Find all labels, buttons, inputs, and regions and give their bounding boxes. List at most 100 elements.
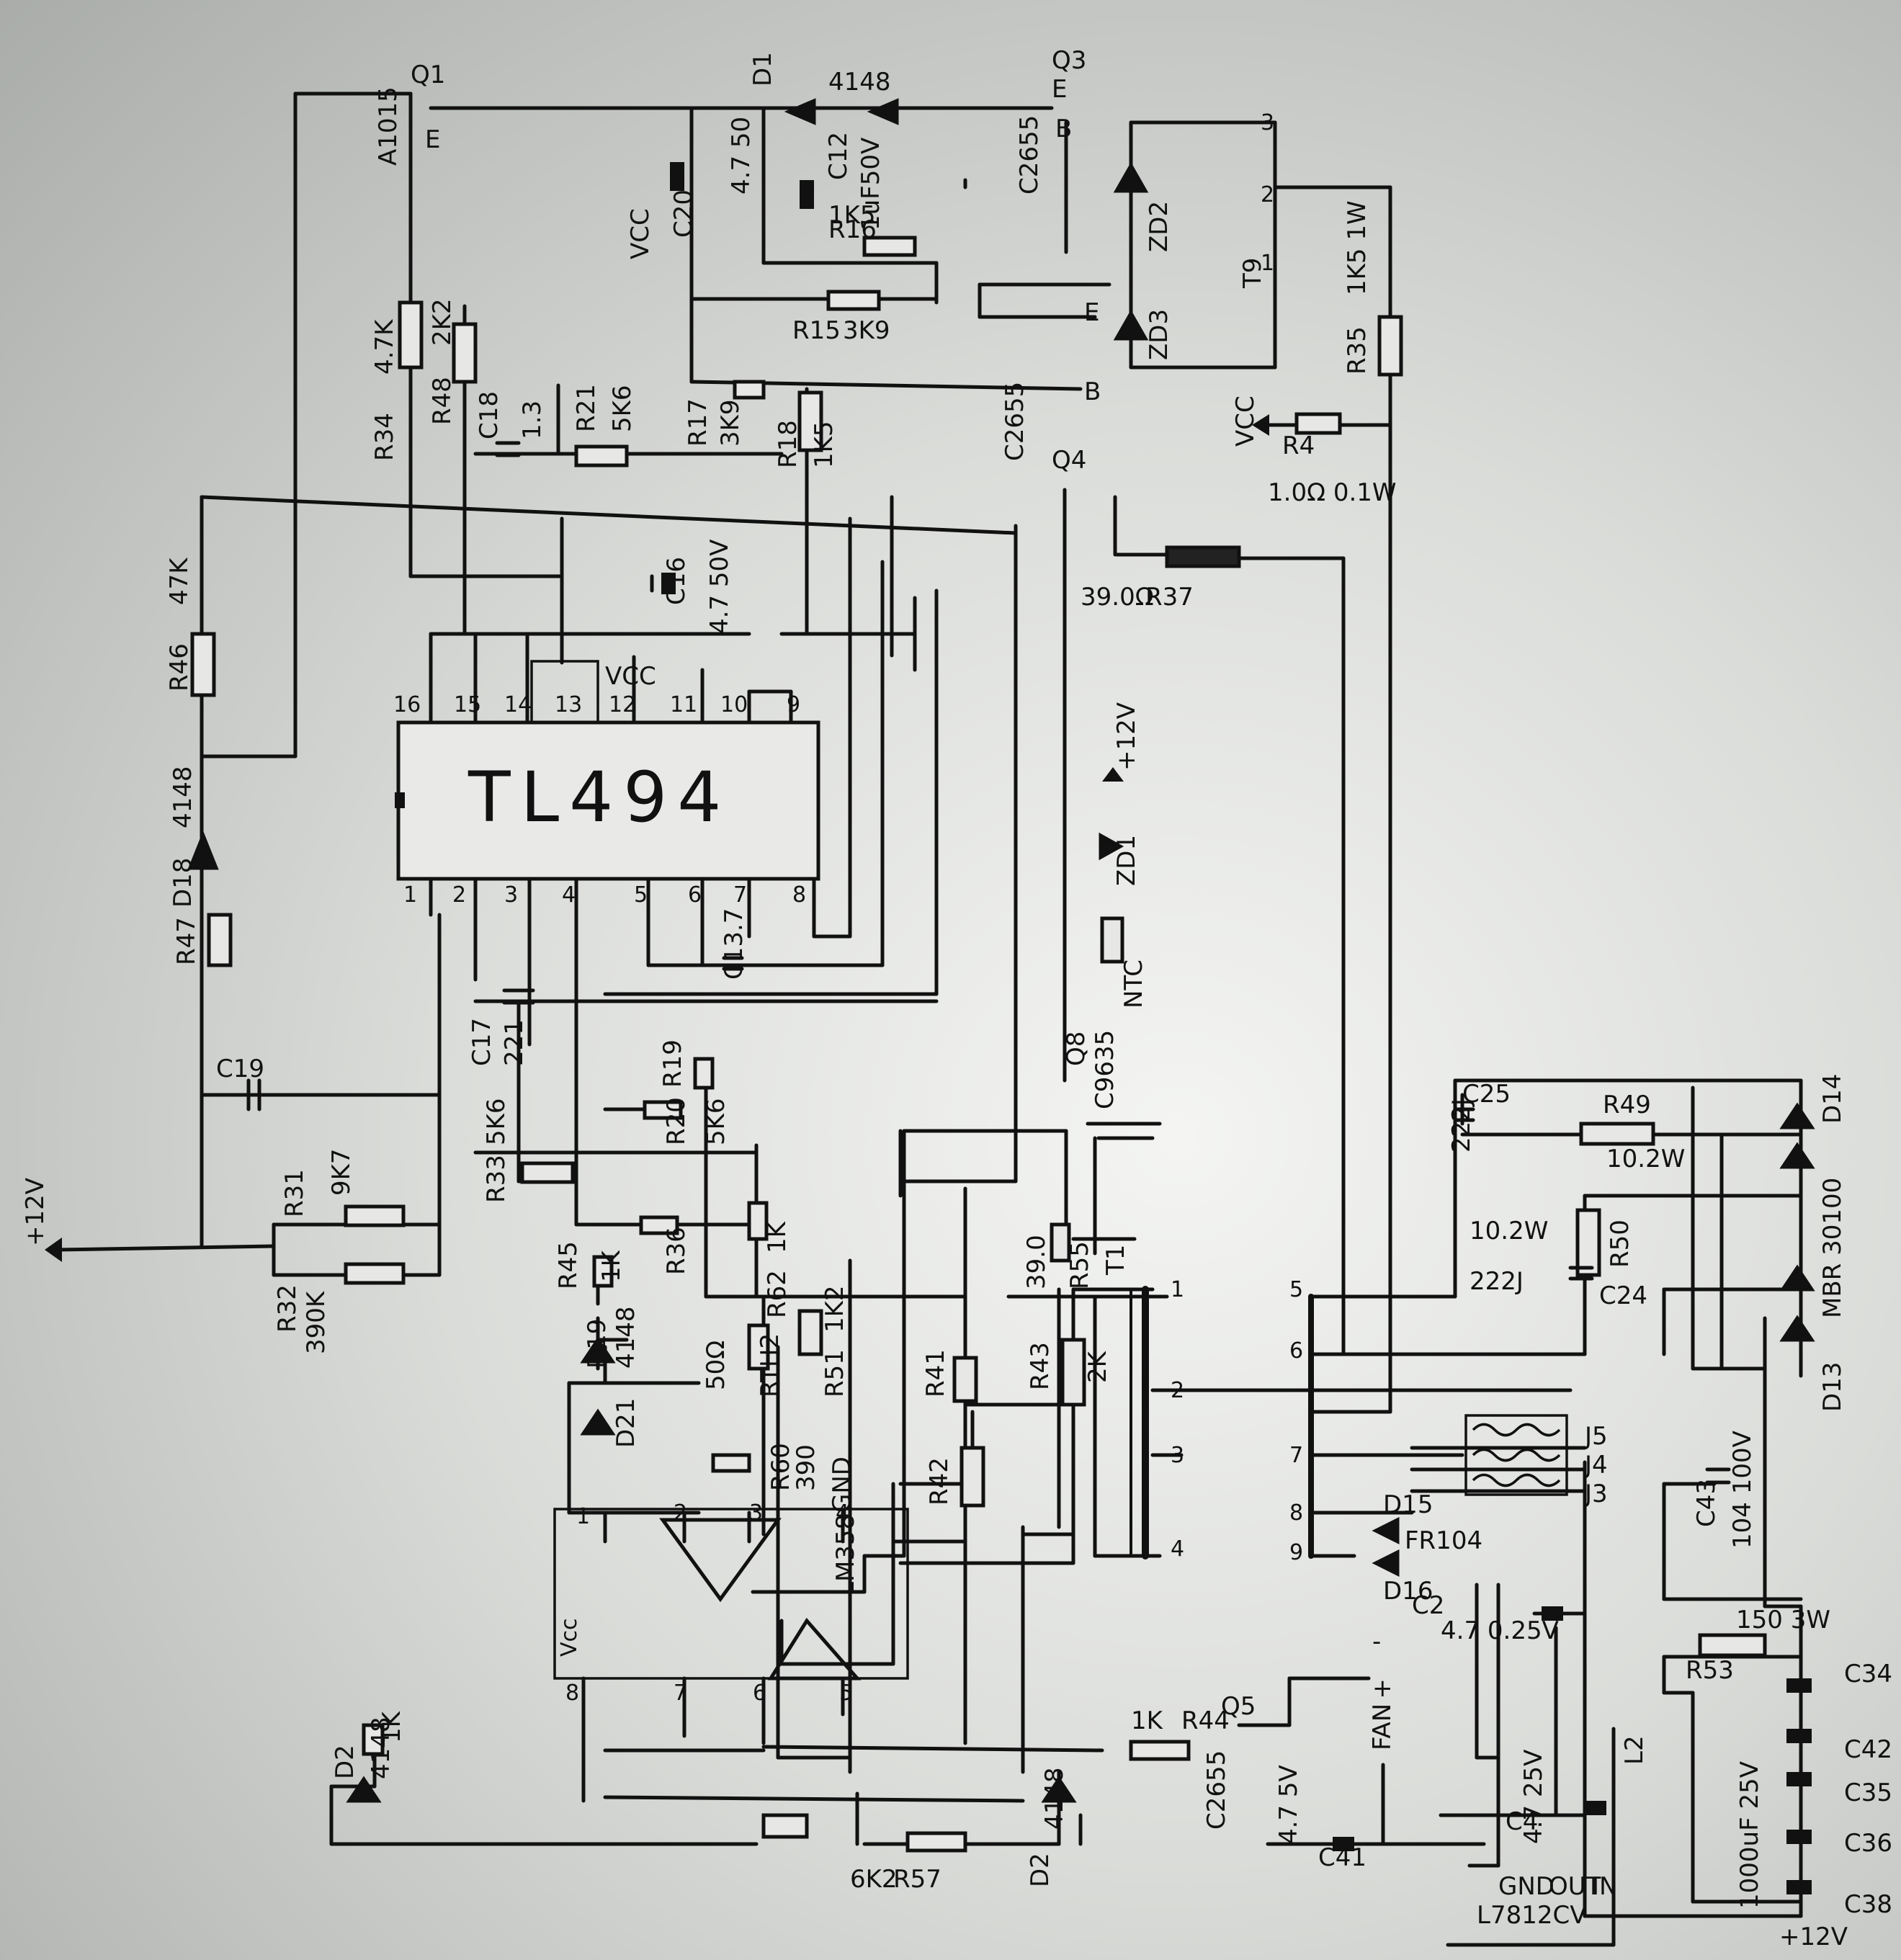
conn-pin-5: 5 bbox=[1289, 1277, 1303, 1302]
r15-body bbox=[826, 290, 881, 311]
t1-transformer bbox=[1130, 1286, 1149, 1560]
tl494-pin-14: 14 bbox=[504, 692, 532, 717]
t9-label: T9 bbox=[1238, 258, 1267, 289]
d2-label: D2 bbox=[331, 1745, 359, 1779]
tl494-pin-3: 3 bbox=[504, 882, 518, 908]
r20-body bbox=[643, 1100, 683, 1120]
lm358-amplifiers bbox=[553, 1508, 909, 1803]
r60-label: R60 bbox=[766, 1443, 795, 1491]
tl494-pin-6: 6 bbox=[688, 882, 702, 908]
tl494-pin-13: 13 bbox=[555, 692, 582, 717]
j5-label: J5 bbox=[1583, 1422, 1608, 1451]
r45-value: 1K bbox=[597, 1249, 626, 1282]
r35-body bbox=[1377, 315, 1403, 377]
q3-pin-b: B bbox=[1055, 115, 1072, 143]
c34-label: C34 bbox=[1844, 1660, 1892, 1688]
ntc-body bbox=[1100, 916, 1124, 964]
d18-part: 4148 bbox=[169, 766, 197, 828]
t1-pin-4: 4 bbox=[1171, 1536, 1184, 1562]
c43-label: C43 bbox=[1692, 1479, 1721, 1527]
r17-body bbox=[733, 380, 766, 400]
r47-body bbox=[207, 913, 233, 967]
zd2-label: ZD2 bbox=[1145, 201, 1173, 252]
r62-value: 1K bbox=[763, 1220, 792, 1253]
t1-and-output-wiring bbox=[1006, 1078, 1803, 1947]
q1-pin-e: E bbox=[425, 125, 440, 154]
fan-plus: + bbox=[1372, 1674, 1393, 1703]
lm358-pin-1: 1 bbox=[576, 1504, 590, 1529]
ntc-label: NTC bbox=[1119, 959, 1148, 1008]
r33-body bbox=[520, 1161, 575, 1184]
q1-part: A1015 bbox=[374, 86, 403, 166]
r35-label: R35 bbox=[1343, 326, 1372, 375]
r31-label: R31 bbox=[280, 1169, 309, 1217]
tl494-pin-11: 11 bbox=[670, 692, 697, 717]
tl494-pin-15: 15 bbox=[454, 692, 481, 717]
c17-label: C17 bbox=[468, 1018, 496, 1066]
r49-value: 10.2W bbox=[1606, 1145, 1685, 1173]
r4-label: R4 bbox=[1282, 431, 1315, 460]
t1-pin-1: 1 bbox=[1171, 1277, 1184, 1302]
r33-value: 5K6 bbox=[482, 1098, 511, 1145]
r55-body bbox=[1050, 1222, 1071, 1263]
vcc-r4-label: VCC bbox=[1231, 395, 1260, 447]
d22-part: 4148 bbox=[1040, 1767, 1069, 1830]
r31-body bbox=[344, 1204, 406, 1227]
r57-value: 6K2 bbox=[850, 1865, 898, 1894]
tl494-label: TL494 bbox=[468, 757, 731, 838]
r44-top-value: 1K bbox=[377, 1710, 406, 1743]
c24-value: 222J bbox=[1470, 1267, 1524, 1296]
r43-label: R43 bbox=[1026, 1342, 1055, 1390]
t1-pin-3: 3 bbox=[1171, 1443, 1184, 1468]
r35-value: 1K5 1W bbox=[1343, 200, 1372, 295]
r34-value: 4.7K bbox=[370, 318, 399, 375]
r31-value: 9K7 bbox=[327, 1148, 356, 1196]
r57-label: R57 bbox=[893, 1865, 941, 1894]
r42-label: R42 bbox=[925, 1457, 954, 1505]
lm358-gnd: GND bbox=[828, 1456, 856, 1513]
r16-value: 1K5 bbox=[828, 201, 876, 230]
c38-label: C38 bbox=[1844, 1890, 1892, 1919]
fr104-label: FR104 bbox=[1405, 1526, 1482, 1555]
tl494-pin-1: 1 bbox=[403, 882, 417, 908]
lm358-pin-4: 4 bbox=[836, 1500, 849, 1526]
d14-label: D14 bbox=[1818, 1074, 1847, 1124]
tl494-pin-16: 16 bbox=[393, 692, 421, 717]
l2-label: L2 bbox=[1620, 1735, 1649, 1765]
c2-label: C2 bbox=[1412, 1591, 1444, 1620]
r51-label: R51 bbox=[820, 1349, 849, 1397]
r50-value: 10.2W bbox=[1470, 1217, 1548, 1245]
tl494-pin-2: 2 bbox=[452, 882, 466, 908]
r32-body bbox=[344, 1262, 406, 1285]
r49-body bbox=[1579, 1122, 1655, 1146]
q5-label: Q5 bbox=[1221, 1692, 1256, 1721]
d15-label: D15 bbox=[1383, 1490, 1433, 1519]
zd3-label: ZD3 bbox=[1145, 309, 1173, 360]
r44-top-body bbox=[362, 1723, 385, 1756]
r37-value: 39.0Ω bbox=[1081, 583, 1154, 612]
c16-label: C16 bbox=[662, 557, 691, 605]
d19-label: D19 bbox=[583, 1319, 612, 1369]
input-12v-label: +12V bbox=[21, 1178, 50, 1246]
regulator-pin-out: OUT bbox=[1549, 1872, 1601, 1901]
r18-value: 1K5 bbox=[810, 421, 838, 468]
r60-value: 390 bbox=[792, 1444, 820, 1491]
input-arrow bbox=[45, 1238, 62, 1262]
d19-part: 4148 bbox=[612, 1306, 640, 1369]
c25-value: 222J bbox=[1447, 1098, 1476, 1153]
conn-pin-7: 7 bbox=[1289, 1443, 1303, 1468]
r48-body bbox=[452, 322, 478, 384]
diodes bbox=[187, 98, 1815, 1803]
t1-pin-2: 2 bbox=[1171, 1378, 1184, 1403]
12v-arrow bbox=[1102, 767, 1124, 782]
c20-label: C20 bbox=[669, 189, 698, 238]
t9-pin-1: 1 bbox=[1261, 251, 1274, 276]
output-12v-label: +12V bbox=[1779, 1923, 1848, 1951]
q8-part: C9635 bbox=[1091, 1030, 1119, 1109]
d21-label: D21 bbox=[612, 1398, 640, 1448]
t1-label: T1 bbox=[1101, 1245, 1130, 1276]
tl494-pin-8: 8 bbox=[792, 882, 806, 908]
c13-value: C13.7 bbox=[720, 908, 748, 980]
lm358-pin-7: 7 bbox=[674, 1681, 687, 1706]
q4-label: Q4 bbox=[1052, 446, 1086, 475]
